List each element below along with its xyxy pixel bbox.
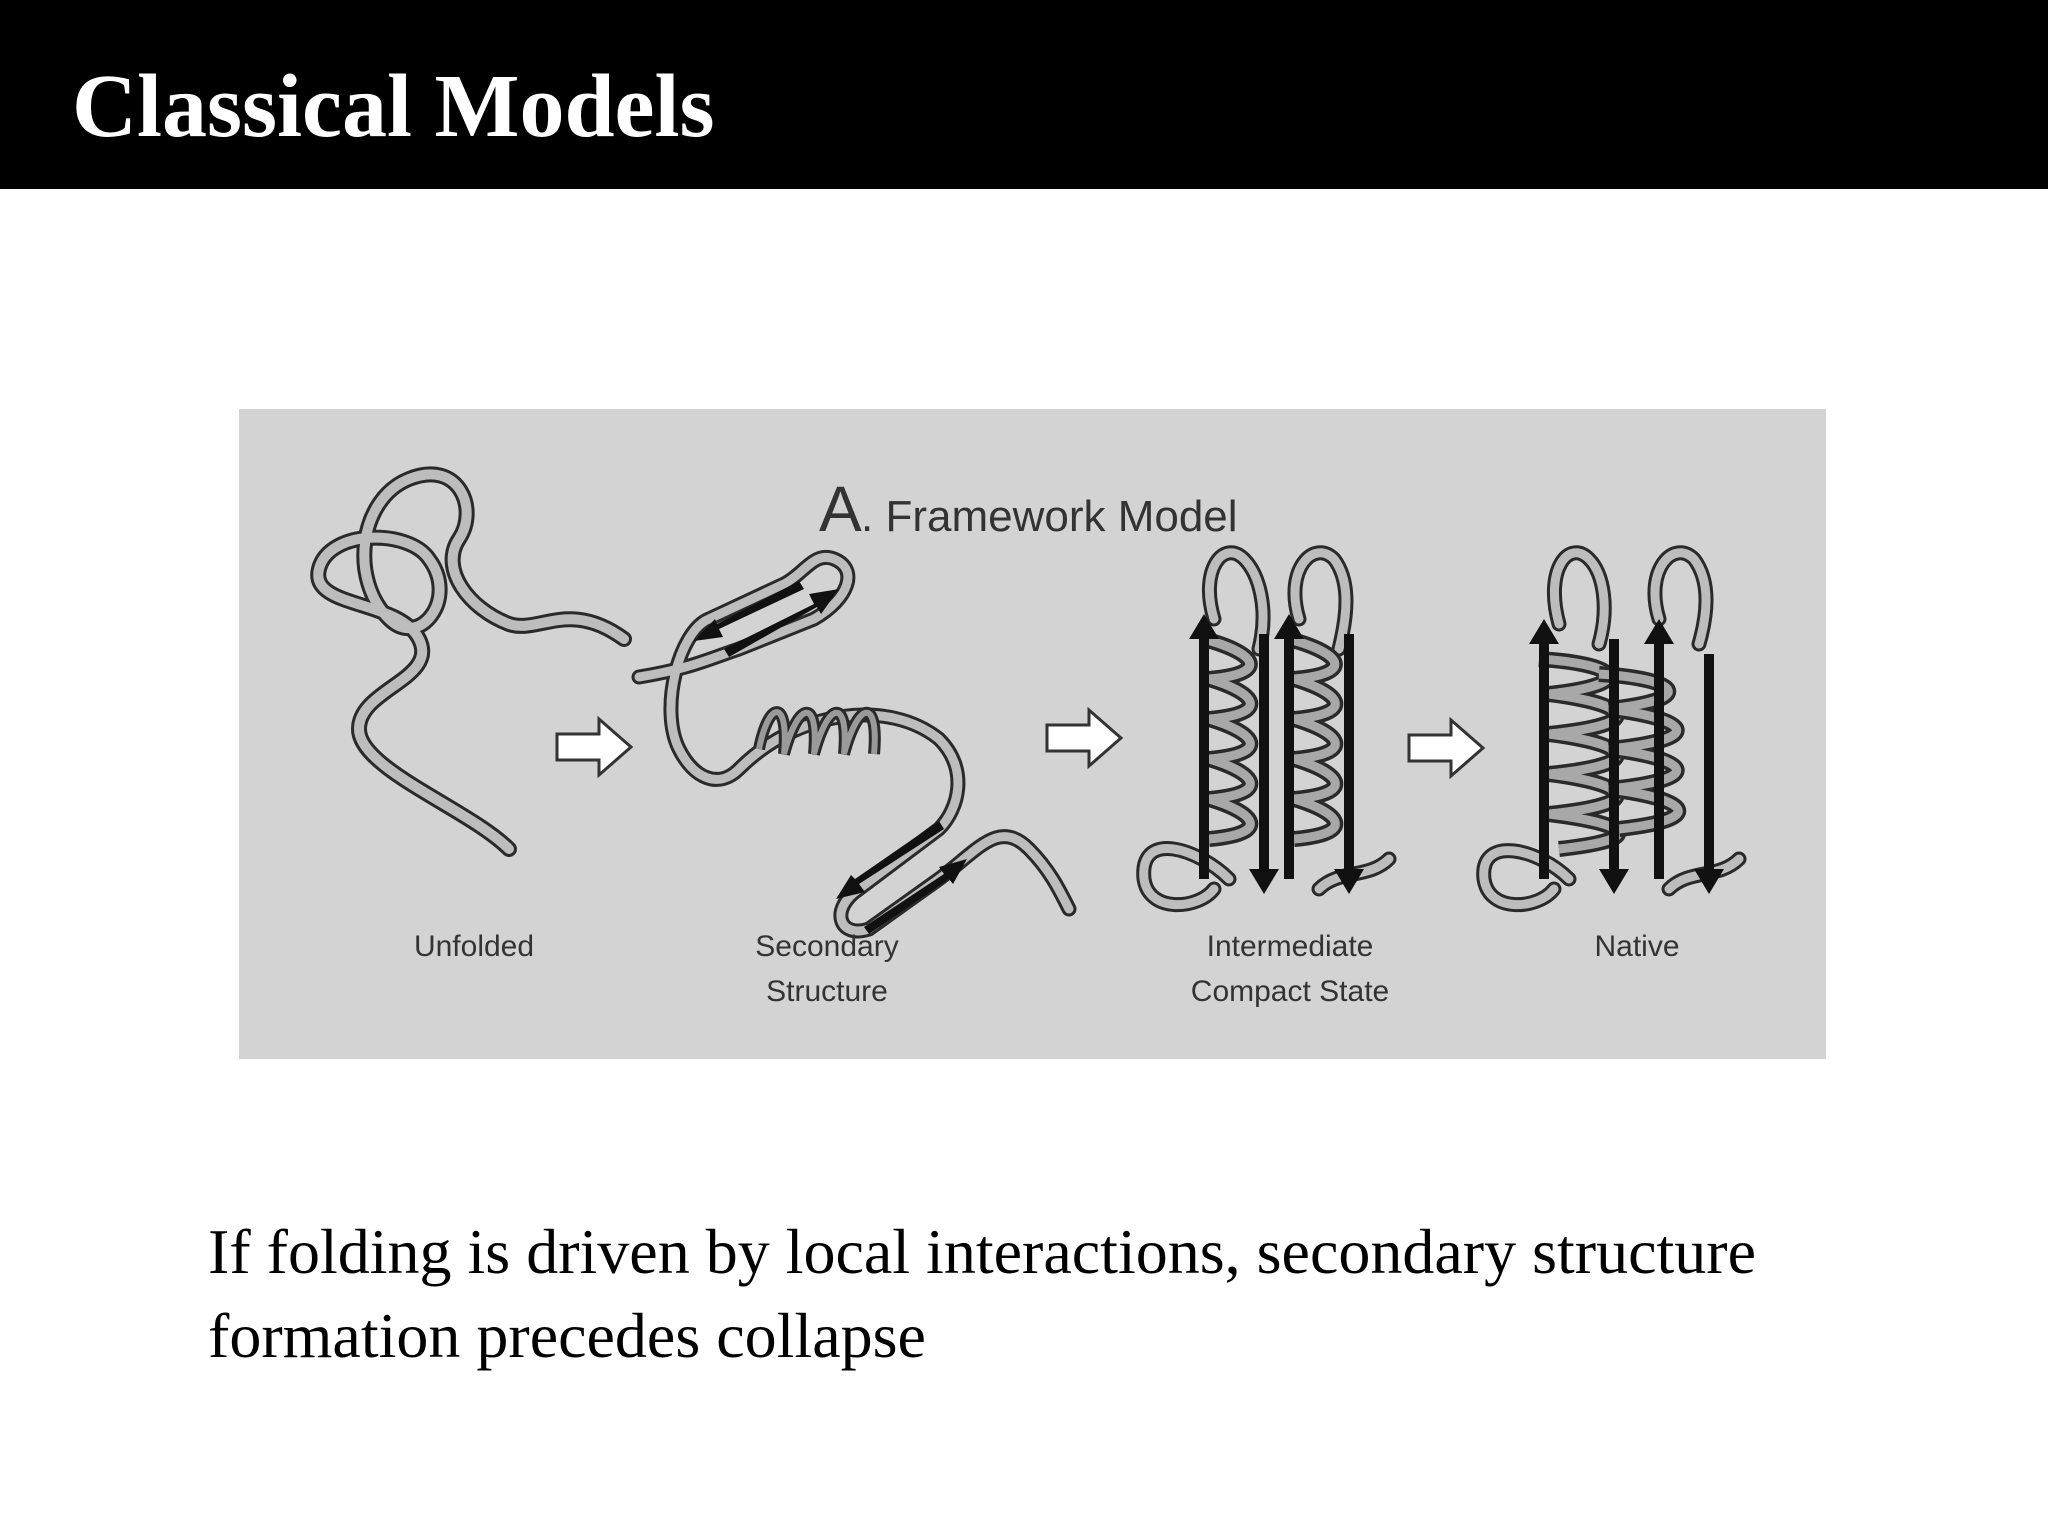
slide-title: Classical Models: [72, 57, 715, 156]
title-bar: Classical Models: [0, 0, 2048, 189]
slide-body-text: If folding is driven by local interactio…: [208, 1216, 1756, 1371]
stage-label-intermediate-line1: Intermediate: [1207, 930, 1374, 963]
framework-model-figure: A . Framework Model: [239, 409, 1826, 1059]
panel-letter: A: [819, 473, 862, 545]
intermediate-compact-state: [1136, 545, 1397, 913]
native-fold: [1476, 545, 1747, 913]
panel-title: . Framework Model: [861, 492, 1238, 541]
transition-arrow-2: [1045, 706, 1124, 770]
stage-label-secondary-line2: Structure: [766, 975, 888, 1008]
transition-arrow-1: [555, 715, 634, 779]
transition-arrow-3: [1407, 716, 1486, 780]
stage-label-unfolded: Unfolded: [414, 930, 534, 963]
secondary-structure: [631, 549, 1077, 939]
stage-label-native: Native: [1594, 930, 1679, 963]
stage-label-secondary-line1: Secondary: [755, 930, 898, 963]
framework-model-diagram: A . Framework Model: [310, 466, 1747, 1008]
stage-label-intermediate-line2: Compact State: [1191, 975, 1389, 1008]
unfolded-chain: [310, 466, 632, 857]
